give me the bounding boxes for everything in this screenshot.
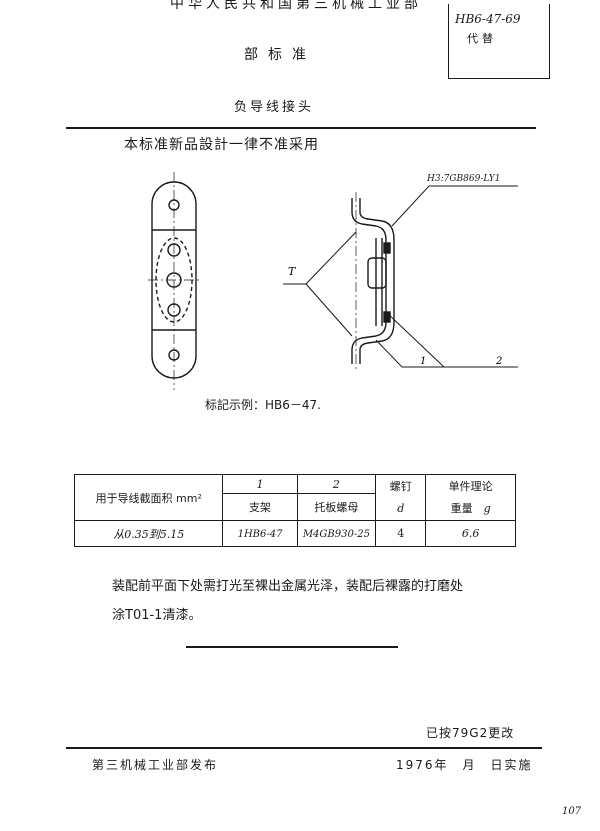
publisher: 第三机械工业部发布 (92, 758, 219, 772)
cell-part2: M4GB930-25 (296, 520, 377, 547)
issuing-authority-title: 中华人民共和国第三机械工业部 (170, 0, 422, 12)
spec-table: 用于导线截面积 mm² 1 2 螺钉 d 单件理论 重量 g 支架 托板螺母 从… (73, 474, 516, 547)
assembly-note-line-2: 涂T01-1清漆。 (112, 608, 202, 623)
usage-notice: 本标准新品設計一律不准采用 (124, 137, 319, 153)
notes-end-rule (186, 646, 398, 648)
standard-type-label: 部标准 (244, 47, 316, 63)
header-weight: 单件理论 重量 g (425, 474, 516, 521)
cell-weight: 6.6 (425, 520, 516, 547)
assembly-note-line-1: 装配前平面下处需打光至裸出金属光泽，装配后裸露的打磨处 (112, 579, 464, 594)
label-2: 2 (495, 356, 502, 367)
header-rule (66, 127, 536, 129)
standard-code-box: HB6-47-69 代替 (448, 4, 550, 79)
standard-code: HB6-47-69 (455, 12, 521, 26)
standard-title: 负导线接头 (234, 100, 315, 115)
implementation-date: 1976年 月 日实施 (396, 758, 533, 772)
label-1: 1 (420, 356, 426, 367)
cell-usage: 从0.35到5.15 (73, 520, 224, 547)
footer-rule (66, 747, 542, 749)
marking-example: 标記示例：HB6－47. (205, 398, 321, 412)
header-part2-name: 托板螺母 (296, 493, 377, 521)
header-part1-no: 1 (222, 474, 298, 494)
revision-note: 已按79G2更改 (426, 726, 515, 740)
technical-drawing: T 1 2 (148, 172, 518, 390)
material-callout: H3:7GB869-LY1 (427, 174, 501, 184)
page-number: 107 (562, 806, 582, 817)
cell-d: 4 (375, 520, 427, 547)
header-part1-name: 支架 (222, 493, 298, 521)
bracket-profile (351, 198, 387, 364)
label-T: T (288, 265, 297, 278)
header-part2-no: 2 (296, 474, 377, 494)
table-row: 从0.35到5.15 1HB6-47 M4GB930-25 4 6.6 (73, 520, 516, 547)
replaces-label: 代替 (467, 32, 497, 45)
cell-part1: 1HB6-47 (222, 520, 298, 547)
header-usage: 用于导线截面积 mm² (73, 474, 224, 521)
header-screw: 螺钉 d (375, 474, 427, 521)
plate-nut (367, 257, 387, 289)
